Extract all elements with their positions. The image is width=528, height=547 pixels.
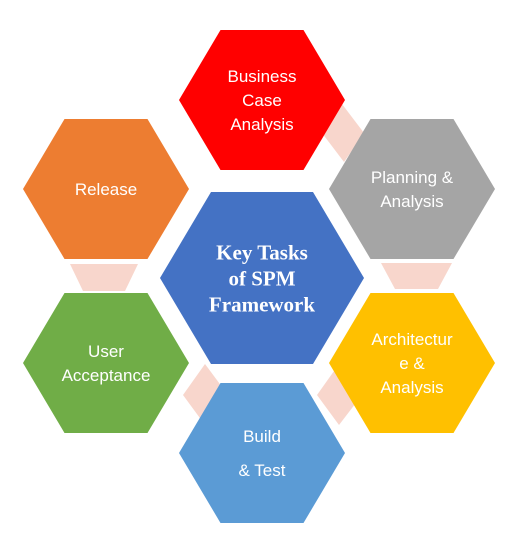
hexagon-shape-user-acceptance xyxy=(23,293,189,433)
hexagon-label-center-line-2: of SPM xyxy=(228,266,295,290)
hexagon-label-center-line-1: Key Tasks xyxy=(216,240,308,264)
connector-build-user xyxy=(183,364,228,425)
hexagon-shape-release xyxy=(23,119,189,259)
hexagon-shape-planning xyxy=(329,119,495,259)
connector-planning-architecture xyxy=(381,263,452,289)
hexagon-label-business-case-line-3: Analysis xyxy=(230,115,293,134)
connector-layer xyxy=(70,104,452,425)
hexagon-label-release-line-1: Release xyxy=(75,180,137,199)
hexagon-shape-business-case xyxy=(179,30,345,170)
hexagon-label-build-test-line-2: & Test xyxy=(239,461,286,480)
hexagon-label-business-case-line-1: Business xyxy=(228,67,297,86)
connector-architecture-build xyxy=(317,364,362,425)
hexagon-label-architecture-line-3: Analysis xyxy=(380,378,443,397)
hexagon-shape-center xyxy=(160,192,364,364)
hexagon-label-planning-line-2: Analysis xyxy=(380,192,443,211)
hexagon-label-architecture-line-1: Architectur xyxy=(371,330,453,349)
hexagon-label-user-acceptance-line-1: User xyxy=(88,342,124,361)
hexagon-label-center-line-3: Framework xyxy=(209,292,315,316)
connector-user-release xyxy=(70,264,138,291)
hexagon-shape-architecture xyxy=(329,293,495,433)
hexagon-build-test: Build & Test xyxy=(179,383,345,523)
hexagon-release: Release xyxy=(23,119,189,259)
hexagon-label-planning-line-1: Planning & xyxy=(371,168,454,187)
hexagon-shape-build-test xyxy=(179,383,345,523)
hexagon-label-user-acceptance-line-2: Acceptance xyxy=(62,366,151,385)
hexagon-planning: Planning & Analysis xyxy=(329,119,495,259)
hexagon-label-architecture-line-2: e & xyxy=(399,354,425,373)
hexagon-label-business-case-line-2: Case xyxy=(242,91,282,110)
hexagon-architecture: Architectur e & Analysis xyxy=(329,293,495,433)
hexagon-label-build-test-line-1: Build xyxy=(243,427,281,446)
